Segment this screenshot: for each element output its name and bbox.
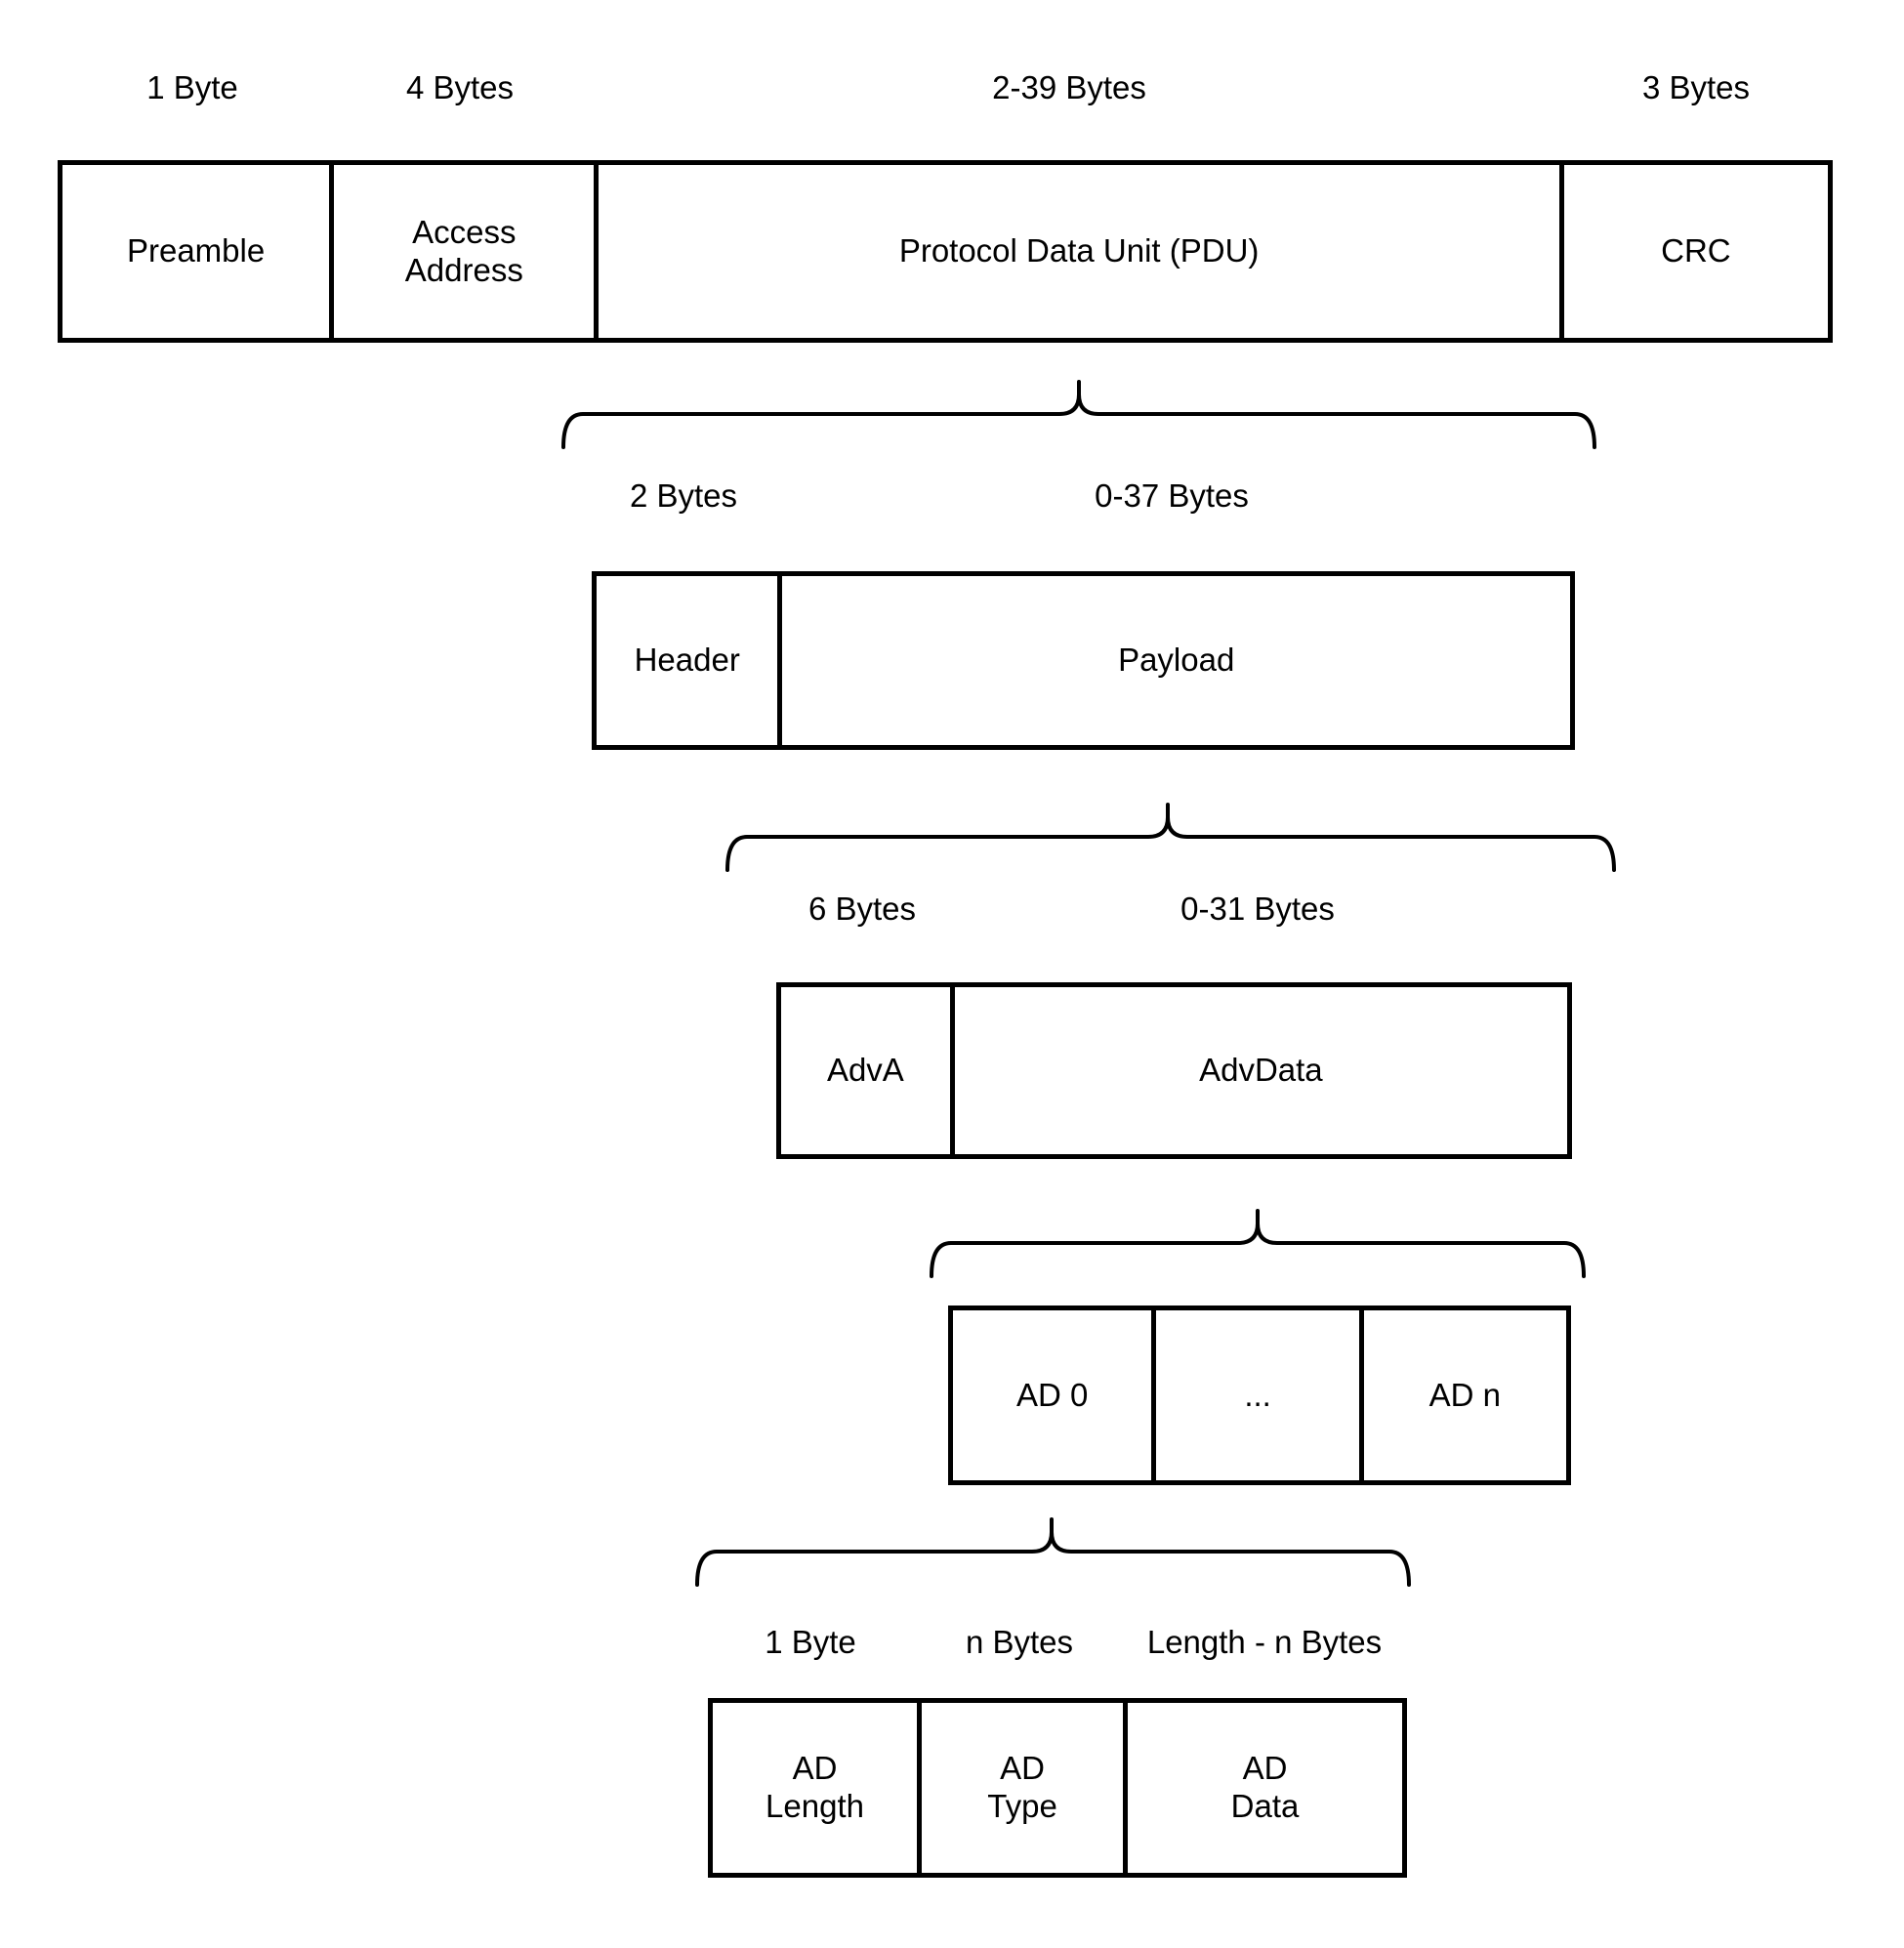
cell-crc: CRC [1558,165,1828,338]
cell-advdata: AdvData [949,987,1567,1154]
size-label-preamble: 1 Byte [146,69,238,106]
size-label-ad-length: 1 Byte [765,1624,856,1661]
packet-box: Preamble Access Address Protocol Data Un… [58,160,1833,343]
size-label-advdata: 0-31 Bytes [1180,891,1335,928]
cell-ad-data: AD Data [1123,1703,1402,1873]
cell-ad-ellipsis: ... [1151,1310,1358,1480]
payload-box: AdvA AdvData [776,982,1572,1159]
cell-preamble: Preamble [126,232,266,269]
brace-ad0-expansion [695,1517,1411,1587]
cell-header: Header [634,642,740,679]
size-label-access-address: 4 Bytes [405,69,515,106]
cell-adva: AdvA [826,1052,904,1089]
size-label-adva: 6 Bytes [807,891,917,928]
size-label-header: 2 Bytes [629,477,738,515]
ad-structure-box: AD Length AD Type AD Data [708,1698,1407,1878]
brace-payload-expansion [725,803,1616,872]
cell-ad-length: AD Length [766,1750,864,1824]
cell-ad-type: AD Type [917,1703,1123,1873]
size-label-ad-type: n Bytes [965,1624,1074,1661]
cell-ad-n: AD n [1358,1310,1566,1480]
cell-ad-0: AD 0 [1016,1376,1089,1413]
brace-advdata-expansion [930,1209,1586,1278]
cell-pdu: Protocol Data Unit (PDU) [594,165,1558,338]
advdata-box: AD 0 ... AD n [948,1306,1571,1485]
size-label-pdu: 2-39 Bytes [992,69,1146,106]
size-label-payload: 0-37 Bytes [1095,477,1249,515]
size-label-ad-data: Length - n Bytes [1146,1624,1383,1661]
cell-payload: Payload [777,576,1570,745]
pdu-box: Header Payload [592,571,1575,750]
brace-pdu-expansion [561,380,1596,449]
size-label-crc: 3 Bytes [1641,69,1751,106]
cell-access-address: Access Address [329,165,594,338]
